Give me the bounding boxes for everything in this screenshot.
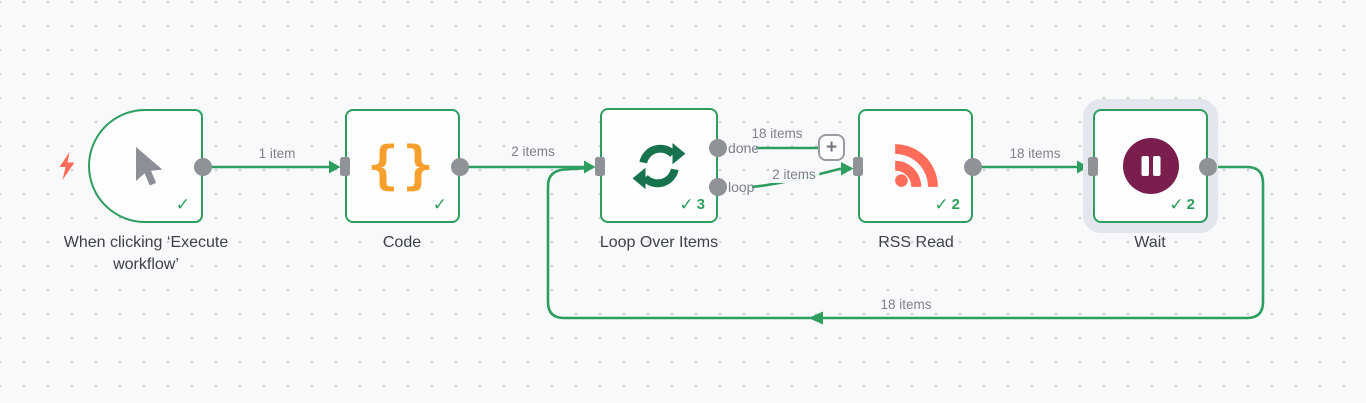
input-port[interactable] <box>1088 157 1098 176</box>
connection-label: 18 items <box>1006 145 1064 162</box>
input-port[interactable] <box>853 157 863 176</box>
node-wait[interactable]: ✓ 2 <box>1093 109 1208 223</box>
output-port[interactable] <box>451 158 469 176</box>
connection-label: 2 items <box>769 166 819 183</box>
connection-wait-to-loop-loopback[interactable] <box>546 165 1265 325</box>
node-loop-over-items[interactable]: ✓ 3 <box>600 108 718 223</box>
node-title[interactable]: RSS Read <box>878 234 954 251</box>
add-node-button[interactable]: + <box>818 134 845 161</box>
cursor-icon <box>122 142 170 190</box>
node-code[interactable]: {} ✓ <box>345 109 460 223</box>
run-count: 2 <box>1186 196 1195 213</box>
connection-rss-to-wait[interactable] <box>973 160 1089 174</box>
success-checkmark-icon: ✓ <box>432 195 447 214</box>
node-status: ✓ 2 <box>1169 196 1195 213</box>
output-port-label-loop: loop <box>728 179 755 195</box>
node-title[interactable]: Code <box>382 234 422 251</box>
node-status: ✓ 2 <box>934 196 960 213</box>
connection-label: 2 items <box>508 143 558 160</box>
output-port[interactable] <box>194 158 212 176</box>
pause-icon <box>1122 137 1180 195</box>
plus-icon: + <box>825 137 838 158</box>
connection-label: 1 item <box>255 145 299 162</box>
input-port[interactable] <box>595 157 605 176</box>
node-status: ✓ <box>433 196 447 213</box>
connection-trigger-to-code[interactable] <box>203 160 341 174</box>
node-title[interactable]: Loop Over Items <box>599 234 719 251</box>
node-when-clicking-execute-workflow[interactable]: ✓ <box>88 109 203 223</box>
output-port[interactable] <box>964 158 982 176</box>
success-checkmark-icon: ✓ <box>175 195 190 214</box>
output-port-loop[interactable] <box>709 178 727 196</box>
input-port[interactable] <box>340 157 350 176</box>
node-status: ✓ <box>176 196 190 213</box>
connection-label: 18 items <box>748 125 806 142</box>
loop-sync-icon <box>632 139 686 193</box>
run-count: 2 <box>951 196 960 213</box>
output-port-label-done: done <box>728 140 760 156</box>
node-status: ✓ 3 <box>679 196 705 213</box>
connection-code-to-loop[interactable] <box>460 160 596 174</box>
success-checkmark-icon: ✓ <box>1169 195 1184 214</box>
rss-icon <box>891 141 941 191</box>
output-port[interactable] <box>1199 158 1217 176</box>
node-title[interactable]: When clicking ‘Execute workflow’ <box>63 234 229 273</box>
run-count: 3 <box>696 196 705 213</box>
code-braces-icon: {} <box>367 136 438 196</box>
node-title[interactable]: Wait <box>1134 234 1166 251</box>
success-checkmark-icon: ✓ <box>934 195 949 214</box>
success-checkmark-icon: ✓ <box>679 195 694 214</box>
lightning-trigger-icon <box>57 151 77 186</box>
node-rss-read[interactable]: ✓ 2 <box>858 109 973 223</box>
output-port-done[interactable] <box>709 139 727 157</box>
connection-label: 18 items <box>877 296 935 313</box>
